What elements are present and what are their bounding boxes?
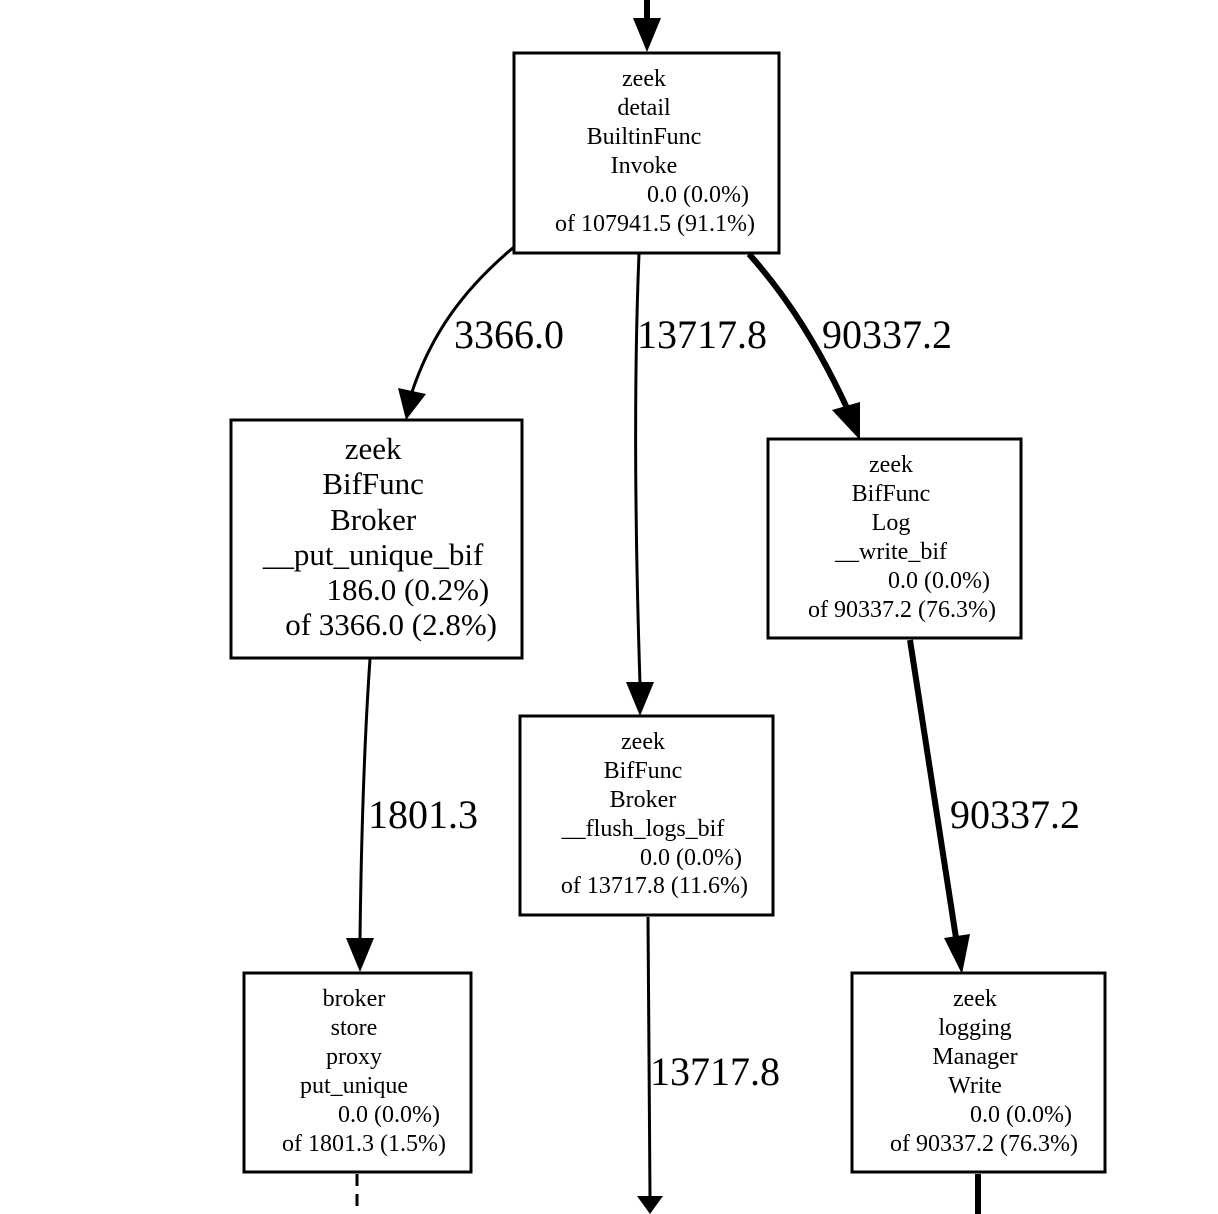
node-label-line: 0.0 (0.0%) — [888, 568, 990, 594]
node-box — [229, 418, 524, 660]
node-label: zeek BifFunc Broker __put_unique_bif 186… — [262, 431, 497, 642]
node-box — [512, 51, 781, 255]
node-label-line: 0.0 (0.0%) — [640, 845, 742, 871]
arrowhead — [346, 938, 374, 972]
edge-line — [358, 658, 372, 939]
node-label-line: 0.0 (0.0%) — [338, 1102, 440, 1128]
node-label-line: zeek — [622, 66, 666, 92]
node-box — [242, 971, 473, 1174]
edges: 3366.0 13717.8 90337.2 1801.3 90337.2 — [346, 0, 1080, 1214]
node-biffunc-broker-put-unique-bif[interactable]: zeek BifFunc Broker __put_unique_bif 186… — [229, 418, 524, 660]
node-label-line: of 1801.3 (1.5%) — [282, 1131, 446, 1157]
node-label-line: zeek — [953, 986, 997, 1012]
node-label-line: zeek — [621, 729, 665, 755]
node-box — [850, 971, 1107, 1174]
edge-label: 1801.3 — [368, 792, 478, 837]
node-label-line: store — [331, 1015, 378, 1041]
node-label-line: zeek — [345, 431, 402, 466]
nodes: zeek detail BuiltinFunc Invoke 0.0 (0.0%… — [229, 51, 1107, 1174]
edge-invoke-to-put-unique-bif: 3366.0 — [398, 245, 564, 420]
node-label-line: zeek — [869, 452, 913, 478]
node-label: broker store proxy put_unique 0.0 (0.0%)… — [282, 986, 446, 1157]
node-label-line: Broker — [330, 502, 417, 537]
node-label-line: of 107941.5 (91.1%) — [555, 211, 755, 237]
node-label: zeek detail BuiltinFunc Invoke 0.0 (0.0%… — [555, 66, 755, 237]
node-label: zeek BifFunc Broker __flush_logs_bif 0.0… — [561, 729, 748, 899]
arrowhead — [626, 682, 654, 716]
node-label-line: BifFunc — [852, 481, 931, 507]
node-label-line: detail — [617, 95, 671, 121]
edge-line — [746, 252, 850, 410]
node-label: zeek logging Manager Write 0.0 (0.0%) of… — [890, 986, 1078, 1157]
node-biffunc-broker-flush-logs-bif[interactable]: zeek BifFunc Broker __flush_logs_bif 0.0… — [518, 714, 775, 917]
edge-line — [634, 253, 642, 685]
node-label-line: Invoke — [611, 153, 678, 179]
node-label-line: 186.0 (0.2%) — [327, 572, 490, 607]
arrowhead — [637, 1196, 663, 1214]
node-label-line: logging — [938, 1015, 1011, 1041]
edge-line — [410, 245, 515, 393]
edge-put-unique-bif-to-put-unique: 1801.3 — [346, 658, 478, 972]
node-biffunc-log-write-bif[interactable]: zeek BifFunc Log __write_bif 0.0 (0.0%) … — [766, 437, 1023, 640]
edge-flush-logs-bif-outgoing: 13717.8 — [637, 916, 780, 1214]
edge-label: 13717.8 — [637, 312, 767, 357]
arrowhead — [398, 388, 426, 420]
edge-write-bif-to-manager-write: 90337.2 — [907, 639, 1080, 974]
node-label: zeek BifFunc Log __write_bif 0.0 (0.0%) … — [808, 452, 996, 623]
edge-label: 13717.8 — [650, 1049, 780, 1094]
node-label-line: 0.0 (0.0%) — [647, 182, 749, 208]
node-label-line: BuiltinFunc — [587, 124, 702, 150]
node-label-line: 0.0 (0.0%) — [970, 1102, 1072, 1128]
node-label-line: BifFunc — [322, 466, 424, 501]
node-box — [766, 437, 1023, 640]
arrowhead — [944, 934, 970, 974]
node-label-line: proxy — [326, 1044, 382, 1070]
node-label-line: of 90337.2 (76.3%) — [890, 1131, 1078, 1157]
node-label-line: __flush_logs_bif — [561, 816, 725, 842]
node-builtinfunc-invoke[interactable]: zeek detail BuiltinFunc Invoke 0.0 (0.0%… — [512, 51, 781, 255]
node-label-line: broker — [323, 986, 386, 1012]
edge-label: 90337.2 — [950, 792, 1080, 837]
node-label-line: of 3366.0 (2.8%) — [285, 607, 497, 642]
edge-invoke-to-flush-logs-bif: 13717.8 — [626, 253, 767, 716]
node-label-line: BifFunc — [604, 758, 683, 784]
node-label-line: Manager — [932, 1044, 1017, 1070]
node-label-line: of 90337.2 (76.3%) — [808, 597, 996, 623]
edge-incoming-invoke — [633, 0, 661, 52]
node-label-line: put_unique — [300, 1073, 408, 1099]
arrowhead — [832, 402, 860, 440]
node-label-line: Write — [948, 1073, 1002, 1099]
node-box — [518, 714, 775, 917]
node-broker-store-proxy-put-unique[interactable]: broker store proxy put_unique 0.0 (0.0%)… — [242, 971, 473, 1174]
node-label-line: of 13717.8 (11.6%) — [561, 873, 748, 899]
node-label-line: __put_unique_bif — [262, 537, 484, 572]
arrowhead — [633, 18, 661, 52]
node-label-line: __write_bif — [834, 539, 947, 565]
edge-line — [907, 639, 959, 939]
edge-invoke-to-write-bif: 90337.2 — [746, 252, 952, 440]
edge-label: 3366.0 — [454, 312, 564, 357]
edge-label: 90337.2 — [822, 312, 952, 357]
node-label-line: Broker — [610, 787, 677, 813]
node-logging-manager-write[interactable]: zeek logging Manager Write 0.0 (0.0%) of… — [850, 971, 1107, 1174]
node-label-line: Log — [872, 510, 911, 536]
edge-line — [646, 916, 652, 1197]
